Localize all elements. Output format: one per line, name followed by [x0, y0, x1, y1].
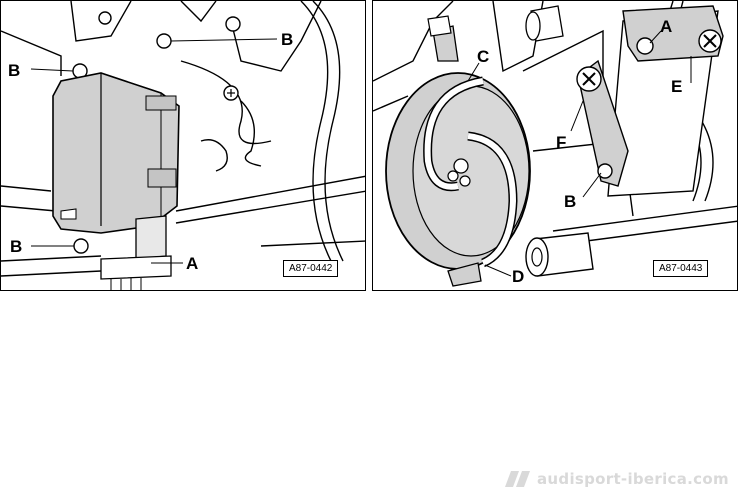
figure-reference-code: A87-0443: [653, 260, 709, 277]
callout-bolt-lower-left: B: [10, 237, 23, 256]
diagram-panel-left: B B B A A87-0442: [0, 0, 366, 291]
callout-spiral-slot-lower: D: [512, 267, 525, 286]
diagram-panel-right: A C E F B D A87-0443: [372, 0, 738, 291]
right-illustration: [373, 1, 737, 287]
figure-reference-code: A87-0442: [283, 260, 339, 277]
left-illustration: [1, 1, 365, 290]
callout-lever: F: [556, 133, 567, 152]
watermark-text: audisport-iberica.com: [537, 470, 729, 488]
callout-lever-pin: B: [564, 192, 577, 211]
callout-bracket-screw: A: [660, 17, 673, 36]
callout-connector: A: [186, 254, 199, 273]
control-module-body: [52, 72, 180, 234]
callout-bracket: E: [671, 77, 683, 96]
callout-spiral-slot-upper: C: [477, 47, 490, 66]
callout-bolt-upper-left: B: [8, 61, 21, 80]
stripe-logo-icon: [505, 471, 530, 487]
callout-bolt-upper-right: B: [281, 30, 294, 49]
site-watermark: audisport-iberica.com: [505, 470, 729, 488]
